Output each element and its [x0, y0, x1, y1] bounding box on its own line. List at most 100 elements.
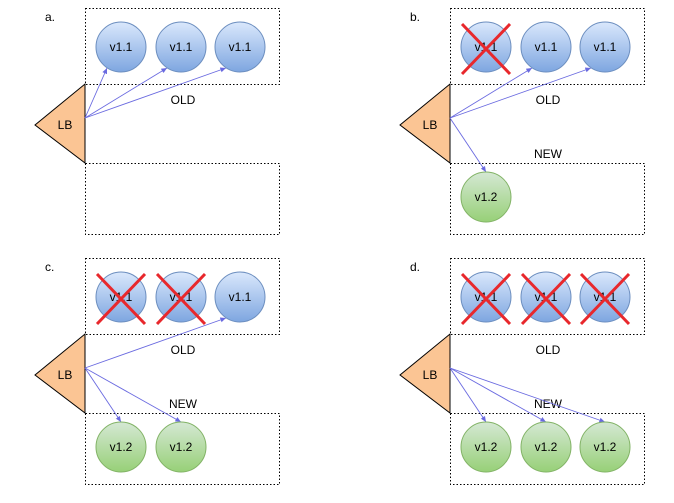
load-balancer-icon [399, 82, 451, 165]
new-node-circle [460, 171, 512, 223]
old-node: v1.1 [214, 21, 266, 73]
arrow-to-new-node-2 [84, 367, 182, 423]
new-node-circle [520, 421, 572, 473]
traffic-arrows [449, 67, 592, 173]
old-node-circle [579, 21, 631, 73]
arrow-to-old-node-3 [449, 67, 592, 119]
new-node: v1.2 [520, 421, 572, 473]
load-balancer-icon [34, 332, 86, 415]
old-node: v1.1 [460, 21, 512, 76]
new-node: v1.2 [460, 171, 512, 223]
old-node-circle [214, 271, 266, 323]
arrow-to-old-node-2 [84, 67, 168, 119]
load-balancer-label: LB [423, 118, 438, 132]
new-pool-box [85, 413, 280, 485]
old-pool-label: OLD [536, 343, 561, 357]
new-node-label: v1.2 [594, 440, 617, 454]
old-node: v1.1 [520, 271, 572, 326]
old-node-label: v1.1 [170, 40, 193, 54]
removed-cross-icon [460, 22, 512, 76]
new-node-label: v1.2 [475, 440, 498, 454]
old-node-circle [95, 21, 147, 73]
traffic-arrows [84, 317, 227, 423]
new-pool-label: NEW [534, 397, 563, 411]
new-node: v1.2 [155, 421, 207, 473]
cross-stroke [579, 272, 631, 326]
new-node-circle [155, 421, 207, 473]
new-node: v1.2 [95, 421, 147, 473]
old-pool-label: OLD [171, 93, 196, 107]
old-node: v1.1 [460, 271, 512, 326]
arrow-to-old-node-3 [84, 317, 227, 369]
old-node-label: v1.1 [110, 40, 133, 54]
new-node-circle [579, 421, 631, 473]
old-node-circle [214, 21, 266, 73]
removed-cross-icon [155, 272, 207, 326]
new-pool-label: NEW [534, 147, 563, 161]
cross-stroke [520, 272, 572, 326]
new-node: v1.2 [579, 421, 631, 473]
old-node-circle [520, 21, 572, 73]
traffic-arrows [449, 367, 606, 423]
removed-cross-icon [520, 272, 572, 326]
old-node: v1.1 [579, 271, 631, 326]
arrow-to-old-node-2 [449, 67, 533, 119]
new-pool-box [450, 413, 645, 485]
arrow-to-new-node-1 [449, 367, 487, 423]
old-node-label: v1.1 [535, 40, 558, 54]
old-node: v1.1 [579, 21, 631, 73]
old-pool-box [85, 258, 280, 335]
old-node: v1.1 [95, 271, 147, 326]
old-pool-label: OLD [536, 93, 561, 107]
new-pool-label: NEW [169, 397, 198, 411]
new-node-label: v1.2 [170, 440, 193, 454]
load-balancer-label: LB [423, 368, 438, 382]
load-balancer-label: LB [58, 368, 73, 382]
cross-stroke [460, 22, 512, 76]
arrow-to-old-node-3 [84, 67, 227, 119]
panel-label: c. [45, 260, 54, 274]
load-balancer-label: LB [58, 118, 73, 132]
arrow-to-old-node-1 [84, 67, 108, 119]
arrow-to-new-node-1 [84, 367, 122, 423]
panel-label: d. [410, 260, 420, 274]
new-node-label: v1.2 [110, 440, 133, 454]
new-pool-box [450, 163, 645, 235]
cross-stroke [155, 272, 207, 326]
old-pool-box [85, 8, 280, 85]
traffic-arrows [84, 67, 227, 119]
panel-label: a. [45, 10, 55, 24]
old-node: v1.1 [155, 271, 207, 326]
new-node: v1.2 [460, 421, 512, 473]
old-pool-box [450, 258, 645, 335]
new-node-label: v1.2 [475, 190, 498, 204]
removed-cross-icon [95, 272, 147, 326]
old-node-label: v1.1 [229, 40, 252, 54]
cross-stroke [95, 272, 147, 326]
old-pool-label: OLD [171, 343, 196, 357]
load-balancer-icon [34, 82, 86, 165]
removed-cross-icon [460, 272, 512, 326]
arrow-to-new-node-3 [449, 367, 606, 423]
old-node: v1.1 [214, 271, 266, 323]
old-pool-box [450, 8, 645, 85]
old-node-label: v1.1 [594, 40, 617, 54]
arrow-to-new-node-1 [449, 117, 487, 173]
old-node-circle [155, 21, 207, 73]
new-node-circle [460, 421, 512, 473]
cross-stroke [460, 272, 512, 326]
panel-a: a. LB OLD v1.1 v1.1 v1.1 [34, 8, 280, 235]
new-pool-box [85, 163, 280, 235]
old-node: v1.1 [95, 21, 147, 73]
new-node-label: v1.2 [535, 440, 558, 454]
arrow-to-new-node-2 [449, 367, 547, 423]
old-node: v1.1 [155, 21, 207, 73]
new-node-circle [95, 421, 147, 473]
load-balancer-icon [399, 332, 451, 415]
old-node-label: v1.1 [229, 290, 252, 304]
